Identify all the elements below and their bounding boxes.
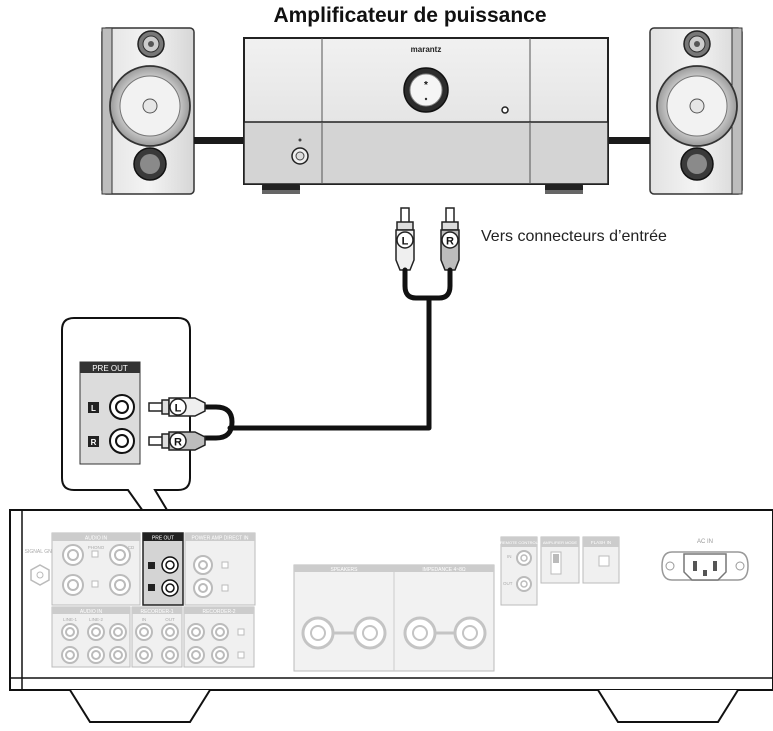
right-speaker [649, 27, 743, 195]
rca-plug-right-top: R [440, 207, 460, 271]
label-cd: CD [128, 545, 135, 550]
pre-out-callout: PRE OUT L R [61, 317, 191, 536]
label-remote-out: OUT [503, 581, 513, 586]
plug-label-right: R [174, 437, 182, 449]
input-connectors-caption: Vers connecteurs d’entrée [481, 228, 667, 245]
label-phono: PHONO [88, 545, 105, 550]
label-impedance: IMPEDANCE 4~8Ω [422, 567, 466, 573]
label-remote-control: REMOTE CONTROL [500, 540, 539, 545]
label-amplifier-mode: AMPLIFIER MODE [543, 540, 578, 545]
ac-inlet-icon [661, 551, 749, 581]
amplifier-brand: marantz [411, 45, 442, 54]
label-recorder-1: RECORDER-1 [140, 609, 173, 615]
label-speakers: SPEAKERS [331, 567, 359, 573]
label-flash-in: FLASH IN [591, 540, 611, 545]
label-signal-gnd: SIGNAL GND [25, 549, 56, 555]
label-out: OUT [165, 617, 175, 622]
rca-cable [202, 267, 453, 441]
pre-out-heading: PRE OUT [92, 364, 128, 373]
label-line-1: LINE-1 [63, 617, 78, 622]
speaker-cables [194, 137, 650, 144]
left-speaker [101, 27, 195, 195]
page-title: Amplificateur de puissance [273, 4, 547, 27]
plug-label-left: L [175, 403, 182, 415]
label-line-2: LINE-2 [89, 617, 104, 622]
plug-label-left: L [402, 236, 409, 248]
pre-out-row-left: L [91, 404, 96, 413]
label-pre-out: PRE OUT [152, 536, 174, 542]
rca-plug-left-side: L [148, 397, 206, 417]
pre-out-row-right: R [91, 438, 97, 447]
label-in: IN [142, 617, 147, 622]
indicator-led-icon [501, 106, 509, 114]
label-recorder-2: RECORDER-2 [202, 609, 235, 615]
label-audio-in-lower: AUDIO IN [80, 609, 103, 615]
plug-label-right: R [446, 236, 454, 248]
svg-text:*: * [424, 80, 428, 91]
label-audio-in: AUDIO IN [85, 536, 108, 542]
label-ac-in: AC IN [697, 539, 713, 545]
label-power-amp-direct-in: POWER AMP DIRECT IN [191, 536, 248, 542]
rca-plug-right-side: R [148, 431, 206, 451]
rca-plug-left-top: L [395, 207, 415, 271]
receiver-rear-panel: SIGNAL GND AUDIO IN PHONO CD PRE OUT [9, 509, 773, 723]
power-amplifier: marantz * [243, 37, 609, 194]
label-remote-in: IN [507, 554, 512, 559]
